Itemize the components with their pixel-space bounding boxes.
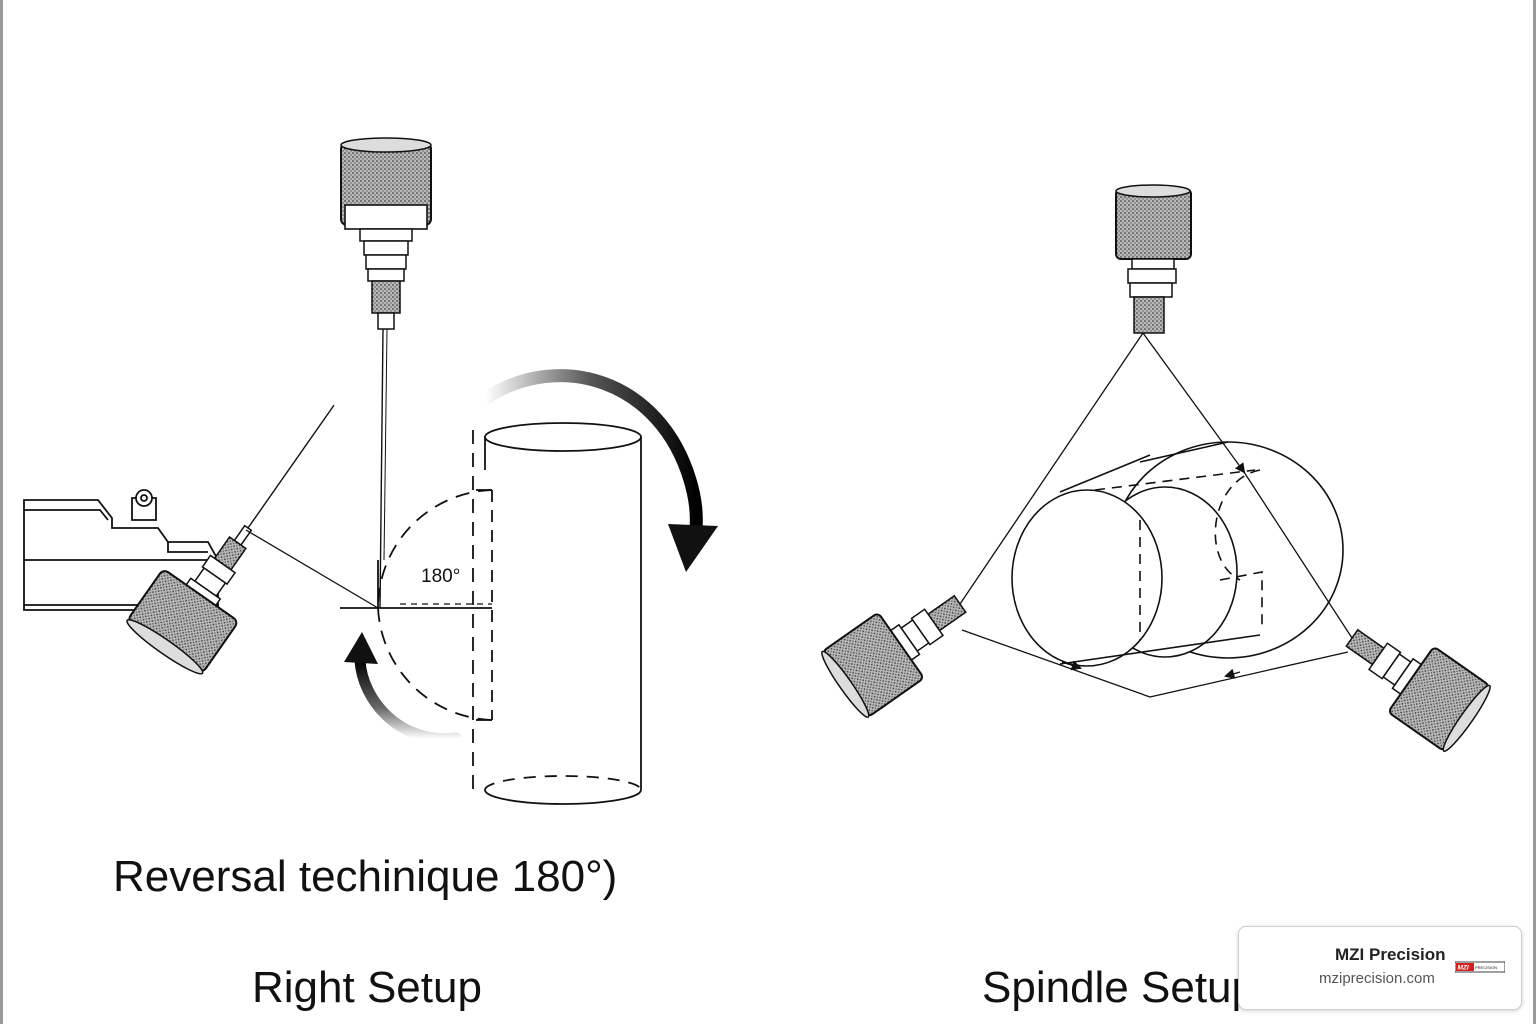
probe-triangle	[959, 332, 1353, 698]
probe-line	[245, 529, 379, 609]
rotation-arrow-icon	[344, 632, 462, 745]
angle-construction	[340, 489, 493, 721]
dial-indicator-icon	[1345, 628, 1491, 752]
rotation-arrow-icon	[479, 369, 718, 572]
right-frame-edge	[1533, 0, 1536, 1024]
svg-text:MZI: MZI	[1458, 965, 1469, 972]
brand-name: MZI Precision	[1335, 945, 1446, 964]
brand-card[interactable]: MZI Precision mziprecision.com MZI PRECI…	[1238, 926, 1522, 1010]
angle-label: 180°	[421, 566, 461, 587]
right-setup-caption: Right Setup	[252, 963, 482, 1012]
dial-indicator-icon	[126, 404, 335, 675]
left-frame-edge	[0, 0, 3, 1024]
dial-indicator-icon	[1115, 184, 1192, 334]
spindle-setup-caption: Spindle Setup	[982, 963, 1256, 1012]
cylinder-workpiece-icon	[1011, 441, 1344, 667]
dial-indicator-icon	[340, 137, 432, 609]
brand-url[interactable]: mziprecision.com	[1319, 970, 1435, 987]
dial-indicator-icon	[821, 594, 967, 718]
brand-logo-icon: MZI PRECISION	[1455, 961, 1505, 973]
reversal-technique-caption: Reversal techinique 180°)	[113, 852, 618, 901]
svg-text:PRECISION: PRECISION	[1475, 965, 1497, 970]
cylinder-workpiece-icon	[472, 422, 642, 805]
